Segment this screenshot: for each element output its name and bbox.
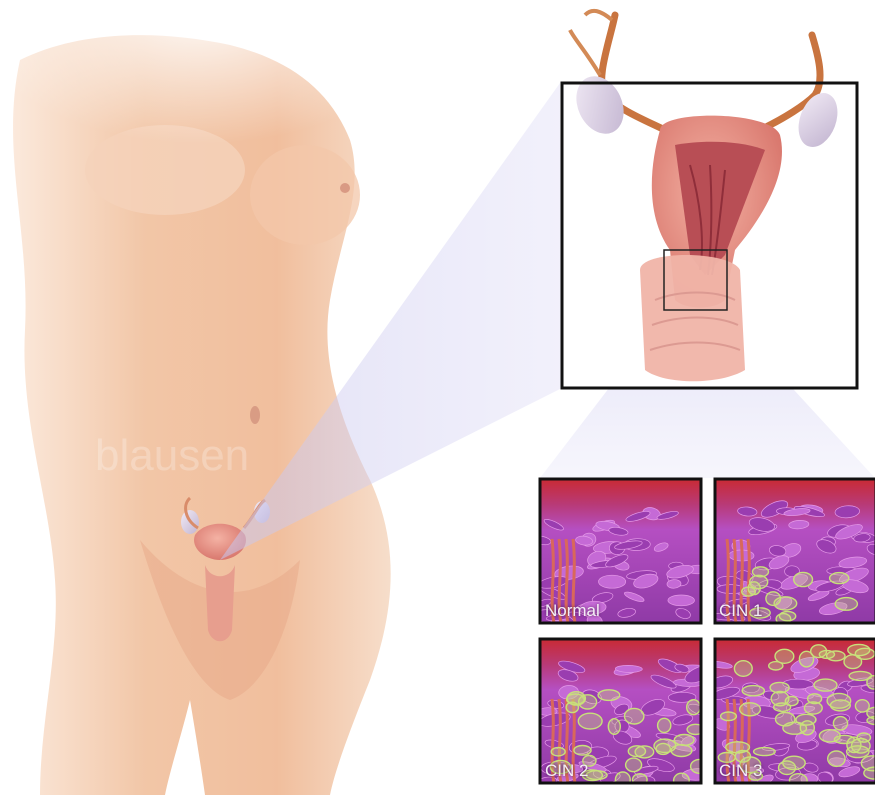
tissue-panels-grid xyxy=(533,479,875,791)
panel-label-normal: Normal xyxy=(545,601,600,621)
uterus-detail-panel xyxy=(562,11,857,388)
watermark-text: blausen xyxy=(95,431,249,480)
panel-label-cin2: CIN 2 xyxy=(545,761,588,781)
panel-label-cin1: CIN 1 xyxy=(719,601,762,621)
panel-label-cin3: CIN 3 xyxy=(719,761,762,781)
